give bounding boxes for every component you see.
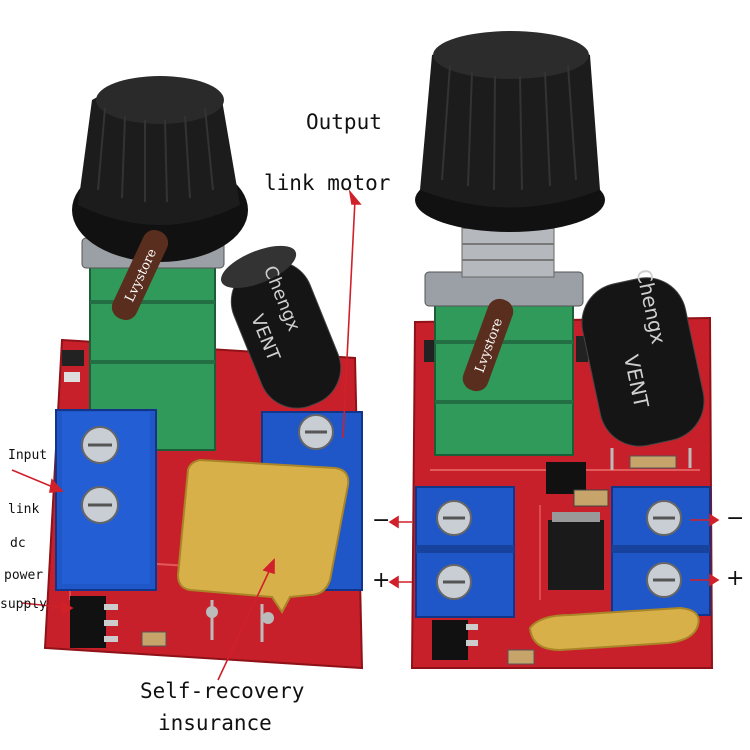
smd-capacitor [141,631,167,647]
output-label-line2: link motor [264,171,391,195]
right-knob [420,37,600,208]
smd-chip [70,596,106,648]
brand-tag [462,298,514,392]
right-input-plus-label: + [372,568,391,593]
input-label-line2: link [8,502,40,517]
brand-tag [111,229,169,321]
output-label-line1: Output [306,110,382,134]
right-pwm-board: Lvystore Chengx VENT [410,31,714,669]
input-label-line3: dc [10,536,26,551]
self-recovery-fuse [176,458,350,614]
fuse-label-line2: insurance [158,711,272,735]
smd-chip [432,620,468,660]
right-output-plus-label: + [726,566,745,591]
input-label-line4: power [4,568,44,583]
right-capacitor [581,277,705,447]
right-input-minus-label: − [372,508,391,533]
fuse-label-line1: Self-recovery [140,679,305,703]
input-label-line1: Input [8,448,48,463]
smd-component [62,350,84,366]
smd-capacitor [507,649,535,665]
self-recovery-fuse [528,606,700,652]
left-pwm-board: Lvystore Chengx VENT [43,76,364,670]
annotation-arrows [11,189,720,681]
smd-diode [548,520,604,590]
right-output-minus-label: − [726,506,745,531]
input-label-line5: supply [0,597,47,612]
